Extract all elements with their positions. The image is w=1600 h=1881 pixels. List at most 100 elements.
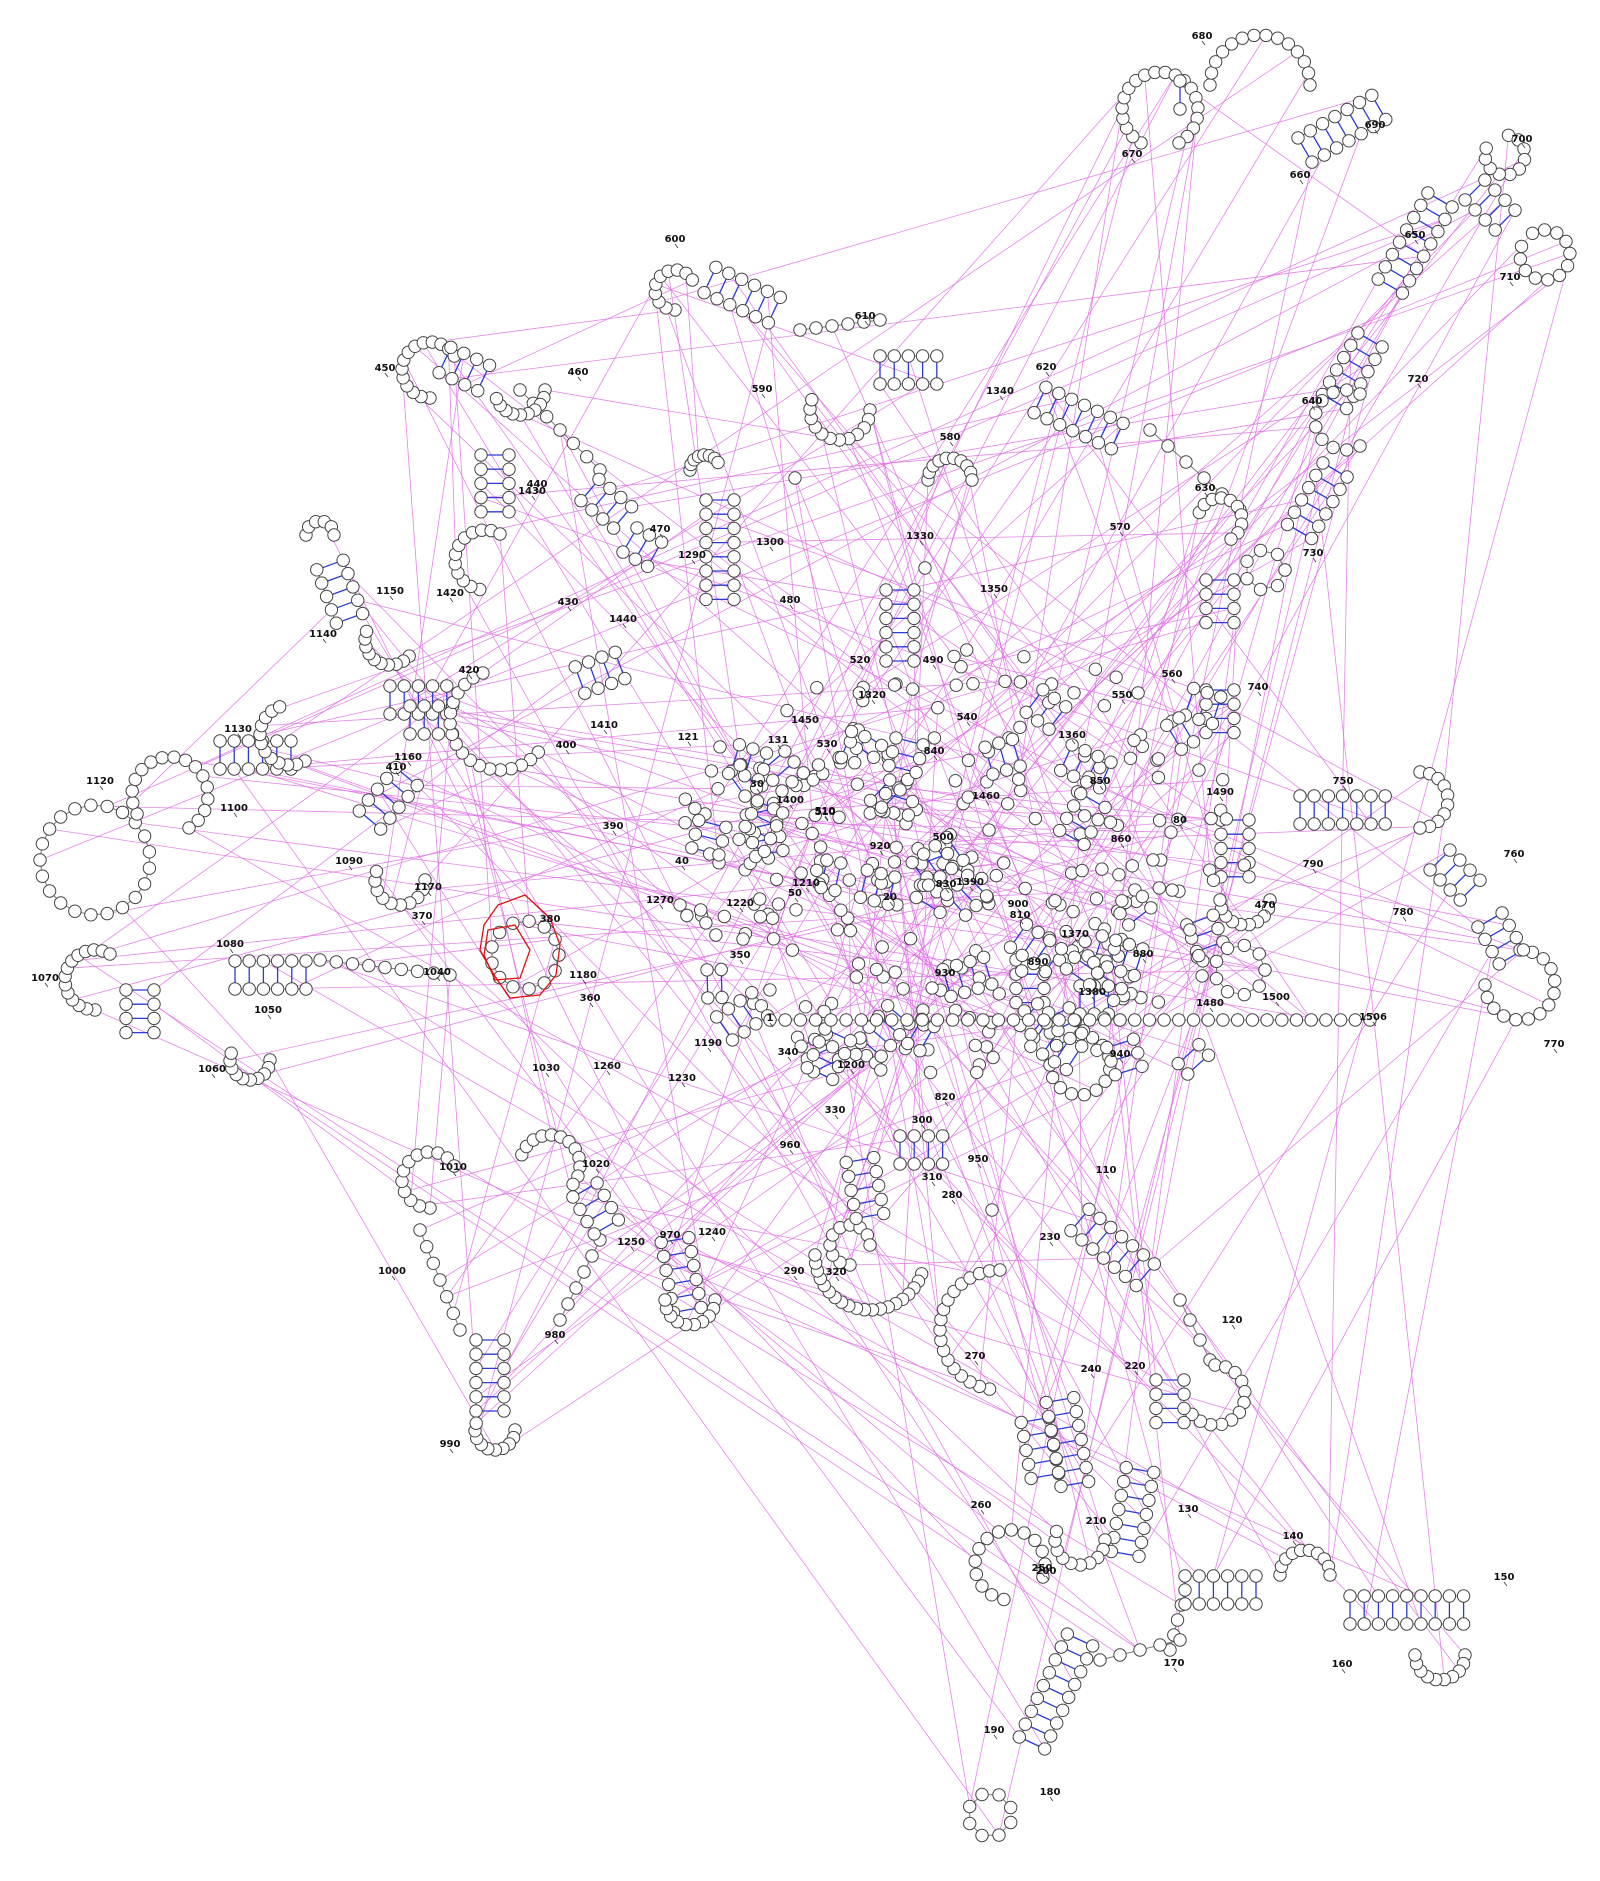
nucleotide [961,790,975,804]
nucleotide [1104,1220,1118,1235]
nucleotide [1066,904,1080,919]
nucleotide [1315,432,1329,446]
nucleotide [727,507,741,521]
position-label-text: 540 [957,712,978,723]
nucleotide [35,837,50,851]
position-label-text: 1440 [609,614,637,625]
position-label: 300 [912,1115,933,1130]
position-label-text: 1000 [378,1266,406,1277]
position-label-text: 890 [1028,957,1049,968]
nucleotide [1542,998,1556,1012]
label-tick [565,749,570,755]
nucleotide [931,701,945,715]
nucleotide [1253,582,1268,597]
nucleotide [1337,350,1351,365]
position-label-text: 1250 [617,1237,645,1248]
nucleotide [1216,773,1230,787]
label-tick [756,788,761,794]
nucleotide [1109,933,1123,947]
nucleotide [834,856,848,870]
nucleotide [1289,1013,1304,1027]
label-tick [1219,796,1224,802]
nucleotide [761,316,776,330]
nucleotide [991,1013,1005,1027]
nucleotide [497,1404,511,1418]
position-label: 510 [815,806,835,821]
position-label-text: 300 [912,1115,933,1126]
tertiary-interaction-line [1097,512,1200,820]
tertiary-interaction-line [432,309,676,343]
nucleotide [1044,1729,1058,1743]
nucleotide [1414,1617,1428,1631]
position-label-text: 1040 [423,967,451,978]
nucleotide [970,1065,984,1080]
nucleotide [1078,934,1092,949]
position-label: 590 [752,384,772,399]
tertiary-interaction-line [1073,118,1198,806]
nucleotide [1047,1055,1062,1069]
nucleotide [860,863,874,877]
label-tick [687,741,692,747]
nucleotide [329,955,343,969]
nucleotide [699,564,713,578]
nucleotide [874,800,889,814]
position-label-text: 990 [440,1439,461,1450]
label-tick [1019,919,1024,925]
label-tick [545,1072,550,1078]
nucleotide [1215,45,1230,59]
nucleotide [869,962,884,977]
position-label-text: 210 [1086,1516,1107,1527]
label-tick [1049,1796,1054,1802]
nucleotide [1144,1479,1159,1494]
nucleotide [1353,439,1367,453]
nucleotide [873,313,887,327]
nucleotide [1321,817,1336,831]
nucleotide [721,1002,736,1016]
nucleotide [1024,1704,1039,1719]
nucleotide [1378,789,1392,803]
nucleotide [580,1214,594,1229]
position-label: 730 [1303,548,1323,563]
nucleotide [1303,78,1317,92]
tertiary-interaction-line [705,513,1194,689]
nucleotide [1192,1597,1206,1611]
nucleotide [1431,224,1445,239]
nucleotide [1116,416,1130,430]
nucleotide [1030,1691,1045,1706]
label-tick [1017,908,1022,914]
label-tick [711,1236,716,1242]
position-label: 650 [1405,230,1425,245]
tertiary-interaction-line [511,768,848,919]
nucleotide [469,1361,483,1376]
position-label: 310 [922,1172,942,1187]
label-tick [1121,699,1126,705]
nucleotide [738,819,752,834]
nucleotide [522,914,536,928]
nucleotide [1133,1643,1147,1657]
position-label-text: 970 [660,1230,681,1241]
tertiary-interaction-line [248,768,820,885]
nucleotide [1080,1652,1094,1666]
nucleotide [1139,1507,1154,1522]
nucleotide [411,679,426,693]
nucleotide [1089,1083,1103,1097]
nucleotide [227,762,241,776]
tertiary-interaction-line [1110,762,1422,1625]
nucleotide [715,834,730,848]
position-label-text: 620 [1036,362,1057,373]
nucleotide [915,1013,929,1027]
nucleotide [1340,102,1354,117]
position-label-text: 720 [1408,374,1429,385]
nucleotide [957,985,972,999]
position-label: 1506 [1359,1012,1387,1027]
position-label: 360 [580,993,600,1008]
nucleotide [1423,863,1437,877]
nucleotide [889,840,903,855]
nucleotide [699,592,713,607]
nucleotide [805,393,819,407]
nucleotide [1039,380,1053,394]
label-tick [1312,557,1317,563]
nucleotide [1098,1074,1112,1088]
label-tick [630,1246,635,1252]
tertiary-interaction-line [960,608,1235,668]
